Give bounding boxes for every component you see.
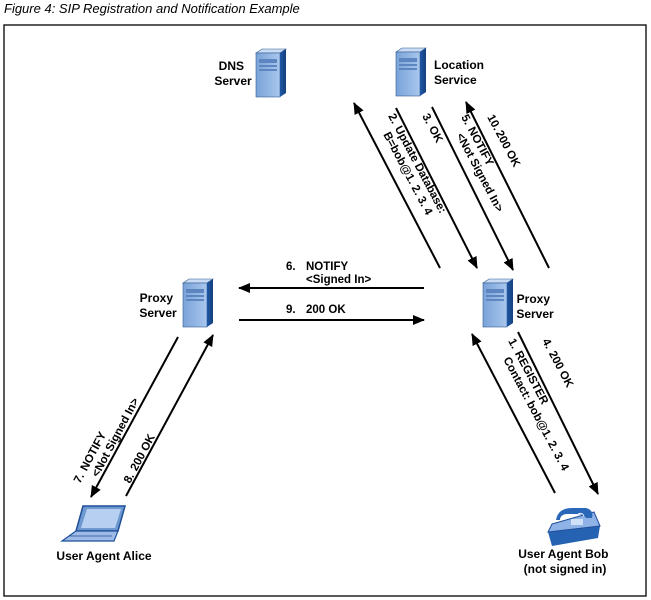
proxy-left-server-icon	[182, 278, 214, 328]
arrow-8-200-ok	[125, 334, 214, 497]
location-service-label: Location Service	[434, 58, 487, 87]
alice-label: User Agent Alice	[56, 549, 151, 563]
arrow-4-200-ok	[517, 331, 599, 495]
telephone-icon	[547, 508, 601, 546]
arrow-7-notify	[90, 336, 179, 498]
figure-caption: Figure 4: SIP Registration and Notificat…	[4, 1, 300, 16]
message-4-label: 4. 200 OK	[539, 337, 575, 391]
laptop-icon	[60, 505, 126, 542]
arrow-10-200-ok	[465, 101, 550, 269]
message-3-label: 3. OK	[419, 112, 445, 146]
proxy-right-label: Proxy Server	[516, 292, 554, 321]
dns-server-icon	[255, 48, 287, 98]
arrow-5-notify	[431, 106, 514, 271]
message-8-label: 8. 200 OK	[122, 432, 158, 486]
message-9-label: 9. 200 OK	[286, 304, 346, 316]
message-5-label: 5. NOTIFY <Not Signed In>	[447, 113, 517, 215]
arrow-2-update-database	[353, 102, 441, 269]
diagram-frame	[3, 24, 647, 597]
proxy-left-label: Proxy Server	[139, 291, 177, 320]
dns-server-label: DNS Server	[214, 59, 252, 88]
arrow-1-register	[471, 333, 556, 494]
proxy-right-server-icon	[482, 278, 514, 328]
bob-label: User Agent Bob (not signed in)	[518, 547, 612, 576]
message-6-label: 6. NOTIFY <Signed In>	[286, 261, 371, 286]
arrow-3-ok	[395, 107, 478, 269]
message-1-label: 1. REGISTER Contact: bob@1. 2. 3. 4	[494, 337, 582, 474]
location-server-icon	[395, 47, 427, 97]
